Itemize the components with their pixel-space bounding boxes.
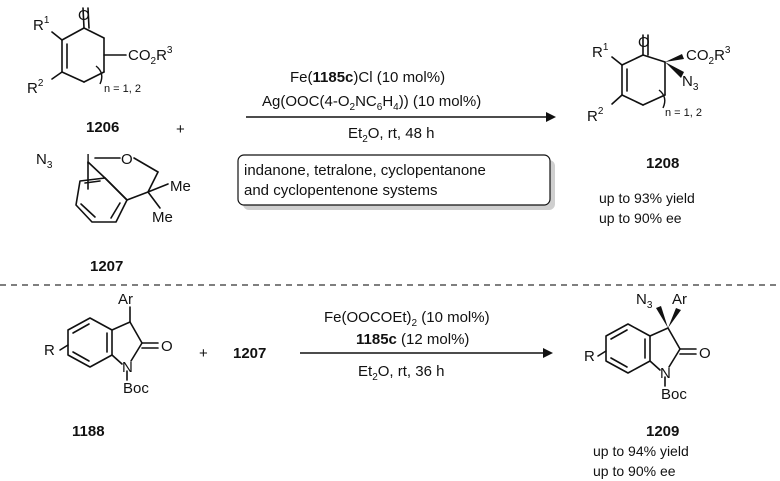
product-1208-wedge-bond bbox=[665, 62, 684, 78]
reaction-arrow-2-head bbox=[543, 348, 553, 358]
1209-boc-group: Boc bbox=[661, 386, 687, 403]
1208-r1-group: R1 bbox=[592, 42, 609, 61]
1207-n3-group: N3 bbox=[36, 151, 53, 171]
reaction-arrow-1-head bbox=[546, 112, 556, 122]
plus-sign-1: + bbox=[176, 121, 185, 138]
product-1209-wedge-ar bbox=[668, 308, 681, 328]
1208-o-atom: O bbox=[638, 34, 650, 51]
1207-me-group-1: Me bbox=[170, 178, 191, 195]
substrate-1188-structure bbox=[59, 306, 159, 381]
1209-n-atom: N bbox=[660, 365, 671, 382]
carbonyl-bond bbox=[82, 7, 85, 29]
1208-ring-size: n = 1, 2 bbox=[665, 107, 702, 119]
1208-n3-group: N3 bbox=[682, 73, 699, 93]
result-ee-1209: up to 90% ee bbox=[593, 463, 676, 479]
1209-r-group: R bbox=[584, 348, 595, 365]
1209-n3-group: N3 bbox=[636, 291, 653, 311]
1209-o-atom: O bbox=[699, 345, 711, 362]
1188-r-group: R bbox=[44, 342, 55, 359]
1188-o-atom: O bbox=[161, 338, 173, 355]
reagent-ref-1207: 1207 bbox=[233, 345, 266, 362]
1188-boc-group: Boc bbox=[123, 380, 149, 397]
result-yield-1209: up to 94% yield bbox=[593, 443, 689, 459]
1207-o-atom: O bbox=[121, 151, 133, 168]
scope-box-line-1: indanone, tetralone, cyclopentanone bbox=[244, 162, 486, 179]
product-1209-structure bbox=[597, 323, 697, 387]
scope-box-line-2: and cyclopentenone systems bbox=[244, 182, 437, 199]
scope-box bbox=[237, 154, 551, 206]
compound-label-1188: 1188 bbox=[72, 423, 105, 440]
1208-r2-group: R2 bbox=[587, 106, 604, 125]
1209-ar-group: Ar bbox=[672, 291, 687, 308]
product-1208-wedge-ester bbox=[665, 54, 684, 62]
1188-ar-group: Ar bbox=[118, 291, 133, 308]
1208-ester-group: CO2R3 bbox=[686, 45, 731, 67]
product-1208-structure bbox=[611, 34, 666, 109]
1207-i-atom: I bbox=[86, 151, 90, 168]
1206-r2-group: R2 bbox=[27, 78, 44, 97]
condition-solvent-2: Et2O, rt, 36 h bbox=[358, 363, 444, 383]
1206-ester-group: CO2R3 bbox=[128, 45, 173, 67]
1207-me-group-2: Me bbox=[152, 209, 173, 226]
reagent-1207-structure bbox=[75, 157, 169, 223]
condition-ligand-2: 1185c (12 mol%) bbox=[356, 331, 469, 348]
condition-catalyst-2: Fe(OOCOEt)2 (10 mol%) bbox=[324, 309, 490, 329]
compound-label-1208: 1208 bbox=[646, 155, 679, 172]
compound-label-1209: 1209 bbox=[646, 423, 679, 440]
condition-solvent-1: Et2O, rt, 48 h bbox=[348, 125, 434, 145]
result-ee-1208: up to 90% ee bbox=[599, 210, 682, 226]
1206-ring-size: n = 1, 2 bbox=[104, 83, 141, 95]
product-1209-wedge-n3 bbox=[656, 306, 668, 328]
1206-o-atom: O bbox=[78, 7, 90, 24]
compound-label-1207: 1207 bbox=[90, 258, 123, 275]
condition-catalyst-1: Fe(1185c)Cl (10 mol%) bbox=[290, 69, 445, 86]
1188-n-atom: N bbox=[122, 359, 133, 376]
1206-r1-group: R1 bbox=[33, 15, 50, 34]
substrate-1206-structure bbox=[51, 7, 127, 85]
result-yield-1208: up to 93% yield bbox=[599, 190, 695, 206]
compound-label-1206: 1206 bbox=[86, 119, 119, 136]
plus-sign-2: + bbox=[199, 345, 208, 362]
condition-additive-1: Ag(OOC(4-O2NC6H4)) (10 mol%) bbox=[262, 93, 481, 113]
